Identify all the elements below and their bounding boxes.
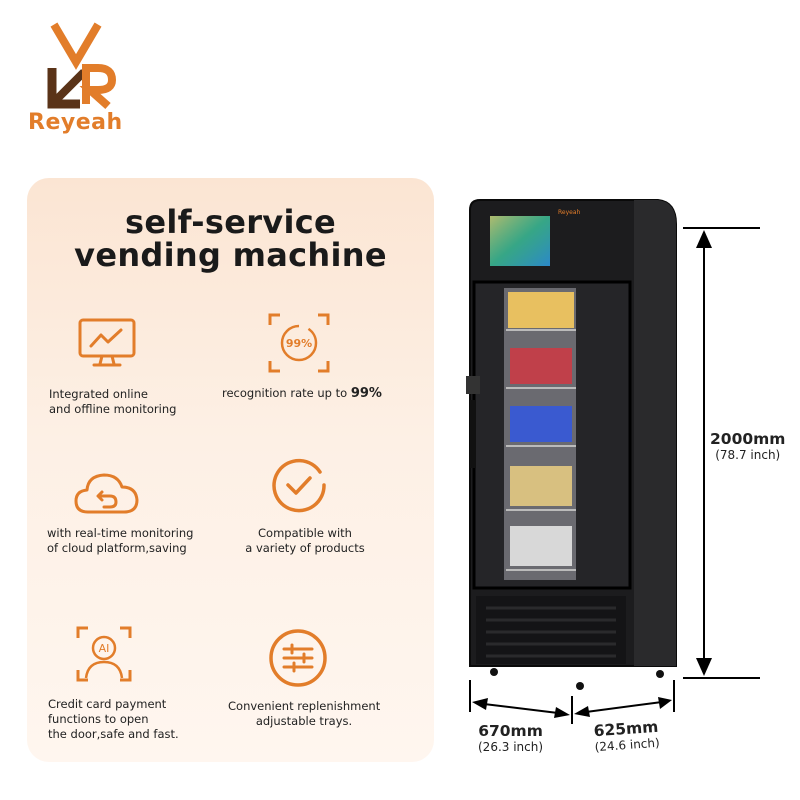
brand-name: Reyeah <box>28 110 123 135</box>
feature-monitoring: Integrated online and offline monitoring <box>49 387 176 417</box>
feature-payment: Credit card payment functions to open th… <box>48 697 179 742</box>
feature-line: Convenient replenishment <box>228 699 381 713</box>
depth-dimension: 625mm (24.6 inch) <box>593 718 660 754</box>
width-sub: (26.3 inch) <box>478 740 544 754</box>
cloud-sync-icon <box>74 470 139 530</box>
feature-line: of cloud platform,saving <box>47 541 187 555</box>
checkmark-circle-icon <box>270 456 330 516</box>
height-sub: (78.7 inch) <box>715 448 781 462</box>
recognition-icon-text: 99% <box>286 337 312 350</box>
feature-compatible: Compatible with a variety of products <box>243 526 367 556</box>
brand-logo <box>28 22 148 140</box>
feature-line: Compatible with <box>258 526 352 540</box>
feature-line: and offline monitoring <box>49 402 177 416</box>
feature-line: a variety of products <box>245 541 365 555</box>
height-value: 2000mm <box>710 430 786 448</box>
sliders-icon <box>268 628 328 688</box>
ai-icon-text: AI <box>99 642 110 655</box>
height-dimension: 2000mm (78.7 inch) <box>710 430 785 462</box>
feature-replenishment: Convenient replenishment adjustable tray… <box>228 699 380 729</box>
feature-line: with real-time monitoring <box>47 526 194 540</box>
machine-screen-label: Reyeah <box>558 209 581 216</box>
recognition-99-icon: 99% <box>268 313 330 373</box>
monitor-chart-icon <box>78 318 138 378</box>
page-title-line1: self-service <box>125 203 336 241</box>
ai-face-icon: AI <box>76 626 136 686</box>
vending-machine-image: Reyeah <box>466 196 684 692</box>
feature-line: Credit card payment <box>48 697 167 711</box>
feature-line: adjustable trays. <box>255 714 353 728</box>
page-title-line2: vending machine <box>74 236 387 274</box>
feature-line: the door,safe and fast. <box>48 727 179 741</box>
feature-recognition-value: 99% <box>350 386 382 401</box>
feature-line: functions to open <box>48 712 149 726</box>
width-value: 670mm <box>478 722 543 740</box>
feature-recognition: recognition rate up to 99% <box>222 386 382 401</box>
feature-recognition-prefix: recognition rate up to <box>222 386 351 400</box>
feature-line: Integrated online <box>49 387 148 401</box>
width-dimension: 670mm (26.3 inch) <box>478 722 543 754</box>
feature-cloud: with real-time monitoring of cloud platf… <box>47 526 193 556</box>
